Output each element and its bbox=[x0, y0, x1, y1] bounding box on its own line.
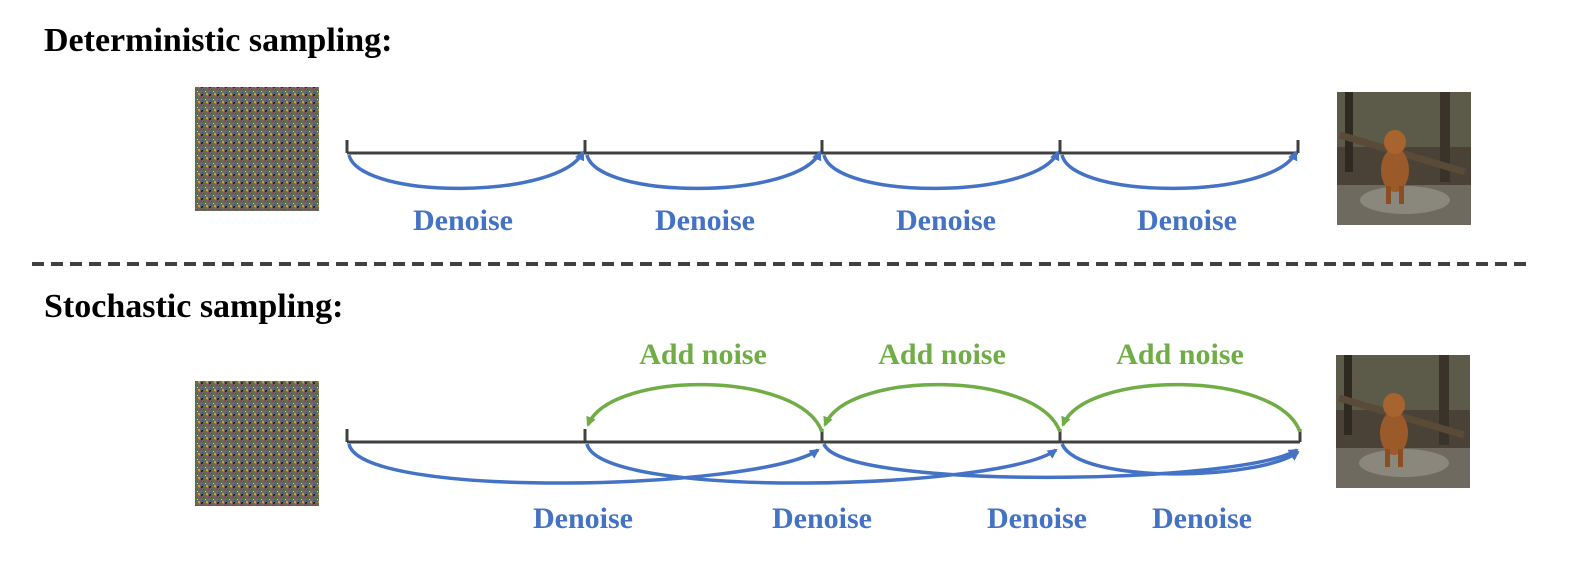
stochastic-heading: Stochastic sampling: bbox=[44, 288, 344, 325]
denoise-label: Denoise bbox=[896, 204, 996, 237]
deterministic-section: Denoise Denoise Denoise Denoise bbox=[195, 87, 1471, 237]
noise-image bbox=[195, 381, 319, 506]
dog-photo bbox=[1336, 355, 1470, 488]
denoise-arrow bbox=[822, 150, 1060, 191]
noise-image bbox=[195, 87, 319, 211]
add-noise-arrow bbox=[1061, 382, 1302, 433]
denoise-arrow bbox=[1060, 150, 1298, 191]
stochastic-section: Add noise Add noise Add noise Denoise De… bbox=[195, 338, 1470, 535]
add-noise-label: Add noise bbox=[1116, 338, 1244, 371]
denoise-label: Denoise bbox=[987, 502, 1087, 535]
timeline bbox=[345, 429, 1302, 444]
add-noise-arrow bbox=[823, 382, 1062, 433]
denoise-label: Denoise bbox=[1152, 502, 1252, 535]
add-noise-arrow bbox=[586, 382, 824, 433]
denoise-label: Denoise bbox=[655, 204, 755, 237]
denoise-label: Denoise bbox=[533, 502, 633, 535]
timeline bbox=[345, 140, 1300, 155]
denoise-arrow bbox=[1060, 443, 1300, 476]
denoise-label: Denoise bbox=[772, 502, 872, 535]
denoise-label: Denoise bbox=[1137, 204, 1237, 237]
denoise-arrow bbox=[347, 443, 820, 485]
denoise-arrow bbox=[822, 443, 1299, 480]
denoise-arrow bbox=[585, 443, 1058, 485]
add-noise-label: Add noise bbox=[639, 338, 767, 371]
denoise-label: Denoise bbox=[413, 204, 513, 237]
denoise-arrow bbox=[585, 150, 822, 191]
add-noise-label: Add noise bbox=[878, 338, 1006, 371]
dog-photo bbox=[1337, 92, 1471, 225]
deterministic-heading: Deterministic sampling: bbox=[44, 22, 393, 59]
denoise-arrow bbox=[347, 150, 585, 191]
